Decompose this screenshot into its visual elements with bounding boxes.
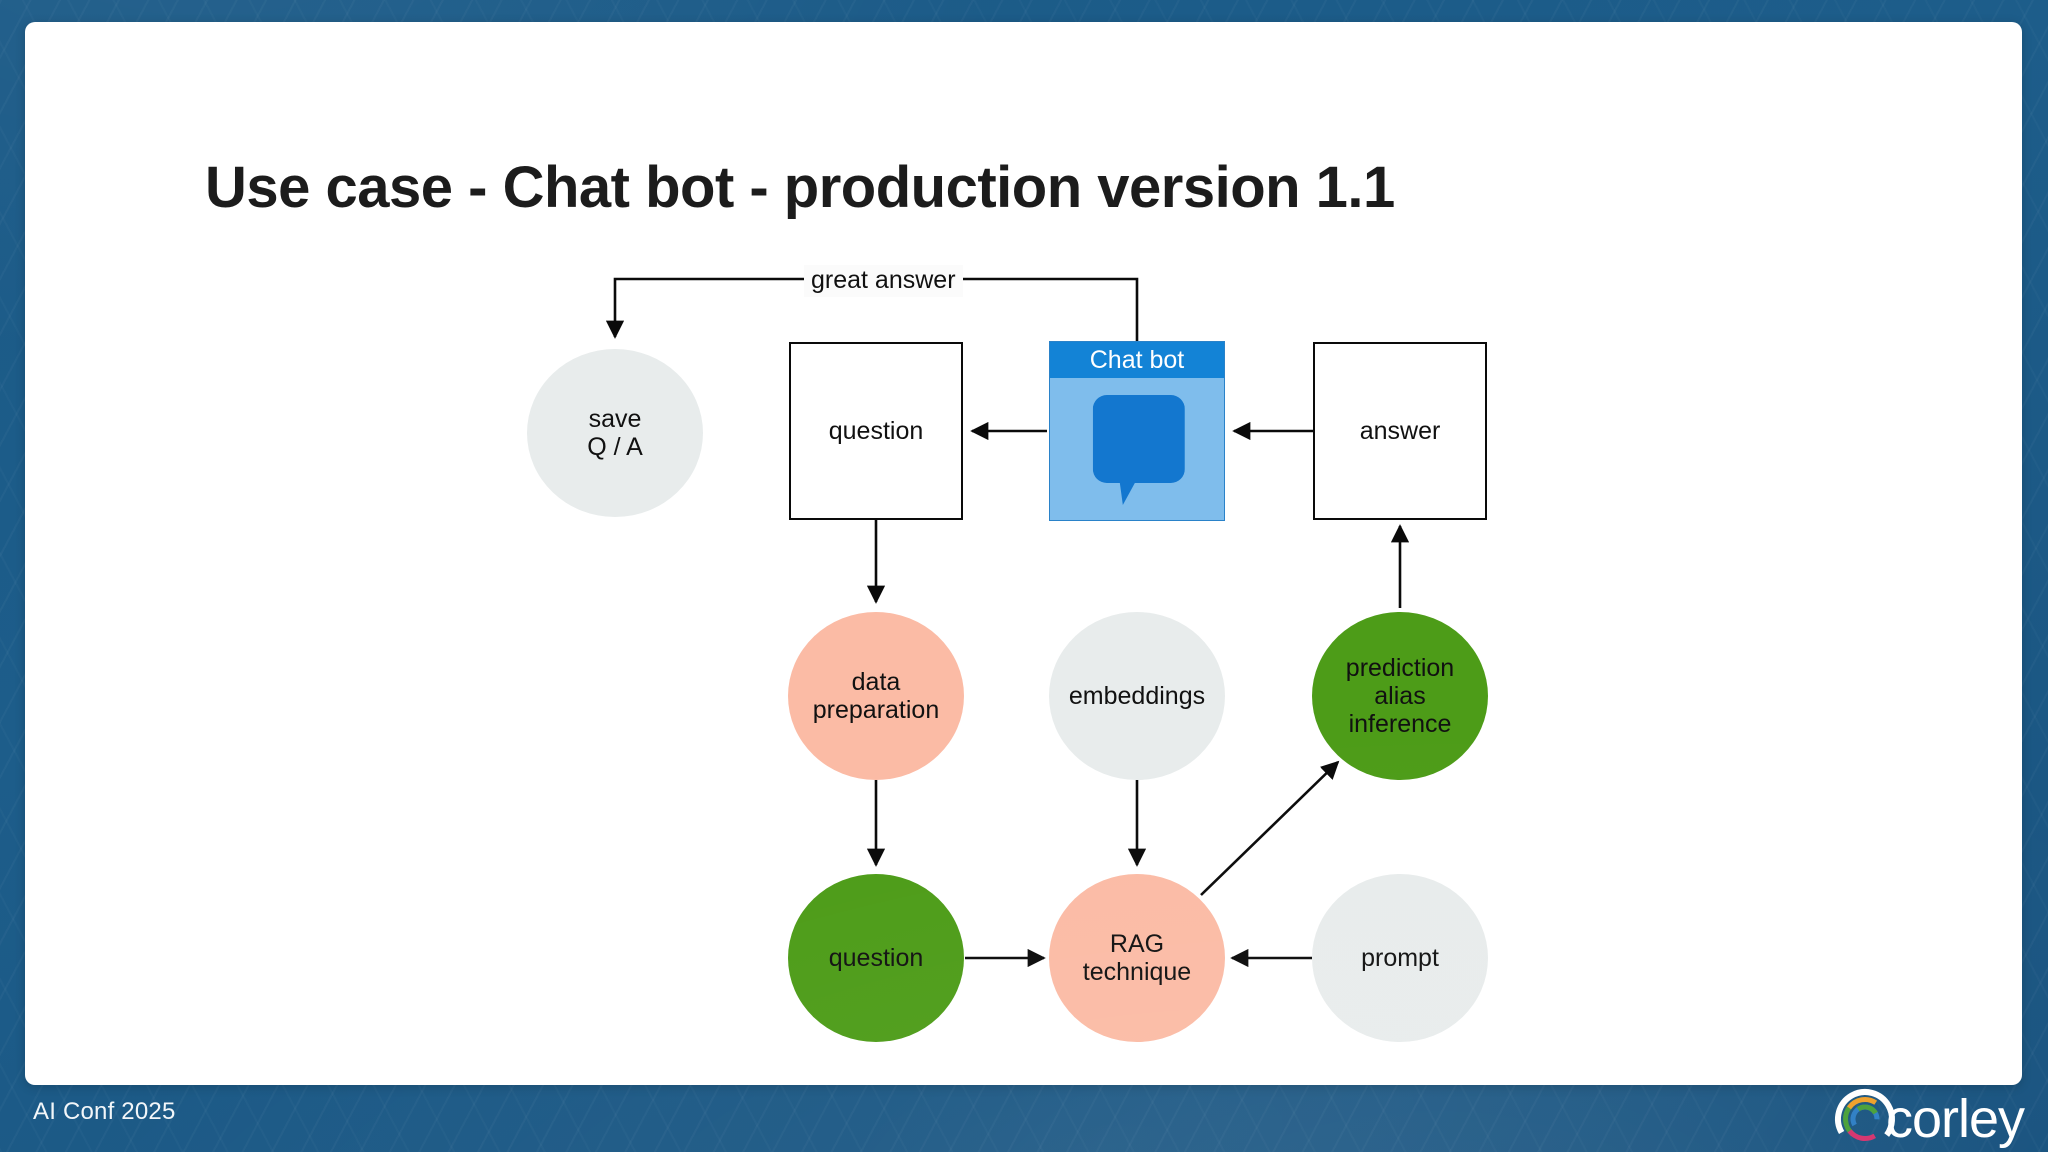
footer-conference-label: AI Conf 2025 [33,1098,176,1125]
edge-rag-to-prediction [1200,760,1340,896]
connector-layer [605,277,1410,968]
node-question-top-label: question [828,417,924,445]
chatbot-title-label: Chat bot [1089,345,1185,374]
corley-wordmark: corley [1885,1089,2025,1149]
node-question-top[interactable]: question [789,342,963,520]
node-embeddings-label: embeddings [1068,682,1206,710]
node-embeddings[interactable]: embeddings [1049,612,1225,780]
corley-mark-icon [1834,1089,1895,1149]
node-question-bottom[interactable]: question [788,874,964,1042]
speech-bubble-icon [1092,395,1185,505]
node-prompt[interactable]: prompt [1312,874,1488,1042]
slide-card: Use case - Chat bot - production version… [25,22,2022,1085]
edge-label-great-answer: great answer [804,265,963,297]
node-question-bottom-label: question [828,944,924,972]
node-prompt-label: prompt [1361,944,1439,972]
corley-logo: corley [1832,1086,2025,1152]
node-answer-label: answer [1359,417,1441,445]
chatbot-body [1050,378,1224,520]
page-title: Use case - Chat bot - production version… [205,155,1395,220]
chatbot-title-bar: Chat bot [1050,342,1224,378]
node-answer[interactable]: answer [1313,342,1487,520]
node-chat-bot[interactable]: Chat bot [1049,341,1225,521]
